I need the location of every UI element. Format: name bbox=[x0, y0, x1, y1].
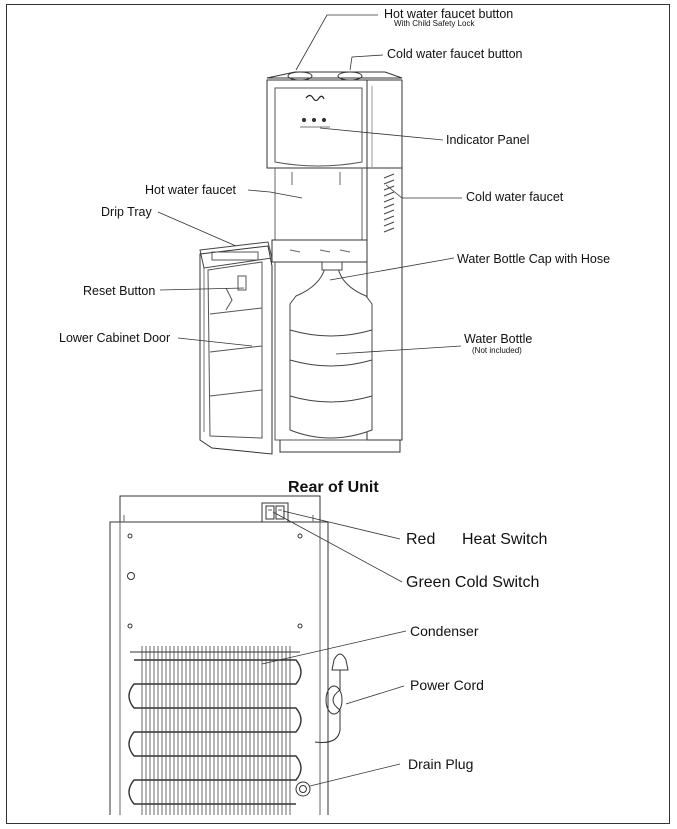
water-bottle-shape bbox=[289, 261, 373, 439]
rear-of-unit-title: Rear of Unit bbox=[288, 479, 379, 496]
water-bottle-label: Water Bottle bbox=[464, 332, 533, 346]
condenser-tubes bbox=[128, 651, 302, 805]
cold-water-faucet-label: Cold water faucet bbox=[466, 190, 564, 204]
child-safety-lock-note: With Child Safety Lock bbox=[394, 19, 475, 28]
water-bottle-cap-label: Water Bottle Cap with Hose bbox=[457, 252, 611, 266]
indicator-panel-label: Indicator Panel bbox=[446, 133, 530, 147]
dispenser-rear-illustration bbox=[109, 495, 349, 815]
lower-cabinet-door-label: Lower Cabinet Door bbox=[59, 331, 171, 345]
hot-water-faucet-button-label: Hot water faucet button bbox=[384, 7, 514, 21]
cold-water-faucet-button-label: Cold water faucet button bbox=[387, 47, 523, 61]
red-label: Red bbox=[406, 531, 436, 548]
water-bottle-note: (Not included) bbox=[472, 346, 522, 355]
drip-tray-label: Drip Tray bbox=[101, 205, 152, 219]
drain-plug-label: Drain Plug bbox=[408, 756, 474, 772]
front-leader-lines bbox=[157, 14, 462, 355]
green-cold-switch-label: Green Cold Switch bbox=[406, 574, 540, 591]
lower-cabinet-door-shape bbox=[199, 241, 273, 455]
hot-water-faucet-label: Hot water faucet bbox=[145, 183, 237, 197]
figure-frame bbox=[6, 4, 670, 824]
power-cord-shape bbox=[314, 653, 349, 743]
rear-leader-lines bbox=[261, 510, 407, 787]
power-cord-label: Power Cord bbox=[410, 677, 484, 693]
heat-switch-label: Heat Switch bbox=[462, 531, 548, 548]
condenser-fins bbox=[141, 646, 291, 815]
reset-button-label: Reset Button bbox=[83, 284, 156, 298]
dispenser-front-illustration bbox=[199, 71, 403, 455]
condenser-label: Condenser bbox=[410, 623, 479, 639]
